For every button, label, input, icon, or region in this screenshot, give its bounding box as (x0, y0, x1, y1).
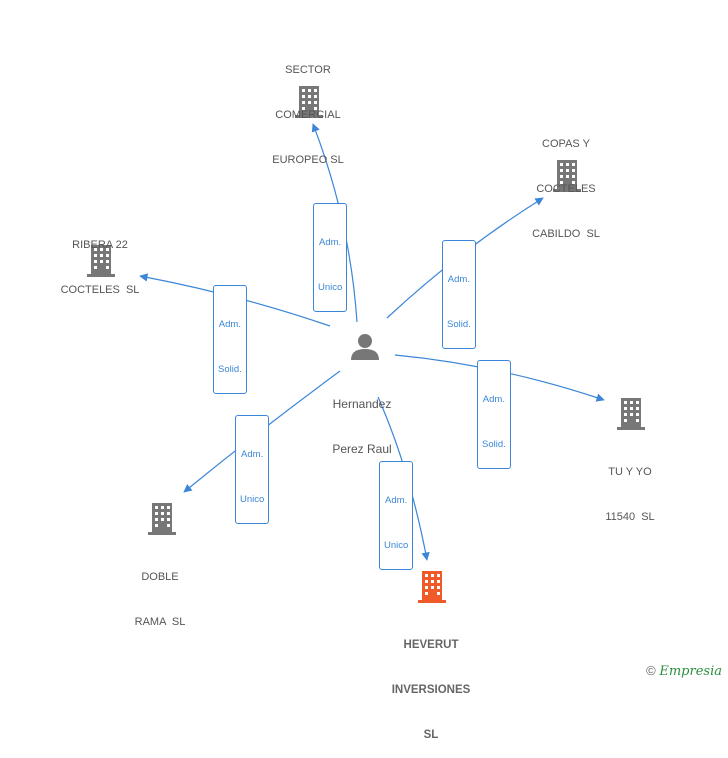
node-line: TU Y YO (608, 466, 652, 478)
node-line: SL (423, 729, 439, 741)
node-label-doble[interactable]: DOBLE RAMA SL (110, 540, 210, 645)
node-line: EUROPEO SL (272, 154, 344, 166)
edge-role: Unico (318, 282, 343, 293)
copyright-icon: © (646, 663, 656, 678)
node-line: COMERCIAL (275, 109, 341, 121)
node-label-copas[interactable]: COPAS Y COCTELES CABILDO SL (516, 107, 616, 257)
edge-role: Adm. (319, 237, 342, 248)
building-icon[interactable] (615, 396, 647, 435)
node-label-heverut[interactable]: HEVERUT INVERSIONES SL (371, 608, 491, 758)
edge-role: Adm. (218, 319, 241, 330)
watermark: © Empresia (646, 663, 722, 679)
edge-label-ribera: Adm. Solid. (213, 285, 247, 394)
edge-role: Solid. (218, 364, 242, 375)
node-line: COPAS Y (542, 138, 590, 150)
edge-role: Adm. (447, 274, 470, 285)
node-line: RAMA SL (134, 616, 186, 628)
edge-role: Adm. (241, 449, 264, 460)
building-icon[interactable] (146, 501, 178, 540)
node-line: CABILDO SL (532, 228, 600, 240)
person-name-line: Hernandez (332, 397, 392, 411)
brand-logo: Empresia (659, 664, 722, 679)
person-icon (351, 334, 379, 360)
node-label-tuyyo[interactable]: TU Y YO 11540 SL (580, 435, 680, 540)
edge-label-tuyyo: Adm. Solid. (477, 360, 511, 469)
node-line: DOBLE (141, 571, 179, 583)
edge-role: Adm. (482, 394, 505, 405)
edge-role: Unico (240, 494, 265, 505)
node-line: 11540 SL (605, 511, 655, 523)
node-line: HEVERUT (403, 639, 459, 651)
node-line: SECTOR (285, 64, 331, 76)
node-label-ribera[interactable]: RIBERA 22 COCTELES SL (50, 208, 150, 313)
node-line: COCTELES (536, 183, 596, 195)
edge-role: Solid. (447, 319, 471, 330)
node-label-sector[interactable]: SECTOR COMERCIAL EUROPEO SL (258, 33, 358, 183)
building-icon[interactable] (551, 158, 583, 197)
edge-label-sector: Adm. Unico (313, 203, 348, 312)
building-icon[interactable] (293, 84, 325, 123)
edge-label-doble: Adm. Unico (235, 415, 270, 524)
edge-role: Adm. (385, 495, 408, 506)
node-line: RIBERA 22 (72, 239, 128, 251)
building-icon-focus[interactable] (416, 569, 448, 608)
node-line: COCTELES SL (60, 284, 140, 296)
person-label[interactable]: Hernandez Perez Raul (312, 367, 412, 472)
edge-role: Unico (384, 540, 409, 551)
edge-label-copas: Adm. Solid. (442, 240, 476, 349)
node-line: INVERSIONES (391, 684, 471, 696)
building-icon[interactable] (85, 243, 117, 282)
edge-label-heverut: Adm. Unico (379, 461, 414, 570)
edge-role: Solid. (482, 439, 506, 450)
person-name-line: Perez Raul (332, 442, 392, 456)
